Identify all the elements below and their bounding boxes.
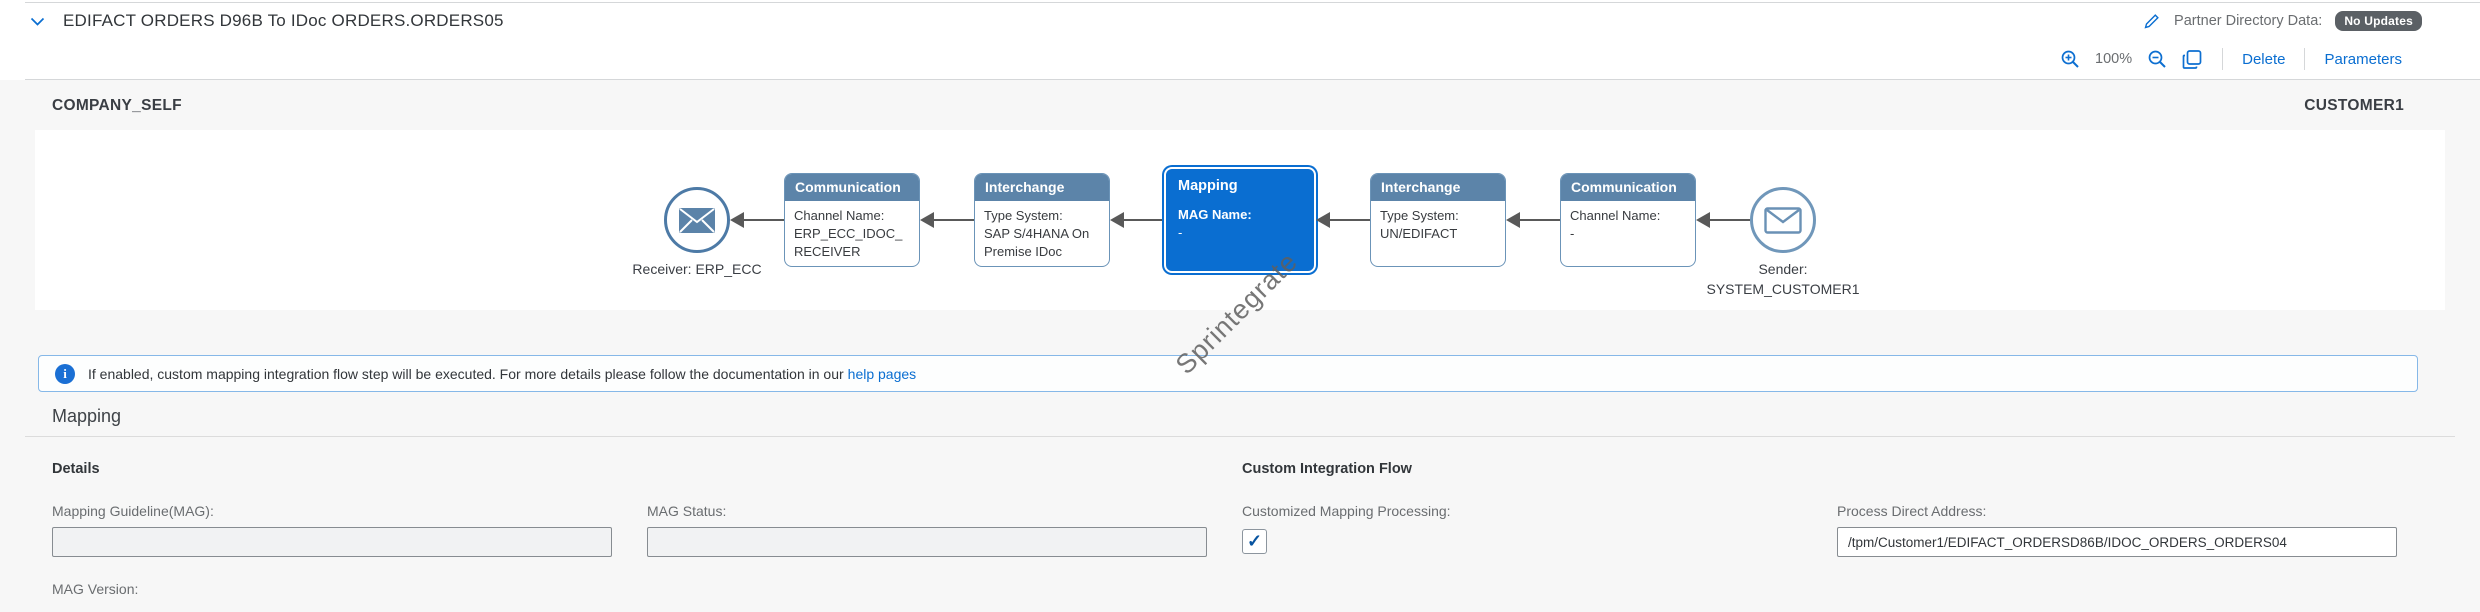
collapse-chevron-down-icon[interactable] (30, 17, 45, 26)
process-direct-address-label: Process Direct Address: (1837, 503, 2397, 519)
node-field-value: SAP S/4HANA On Premise IDoc (984, 225, 1100, 261)
mapping-section-title: Mapping (52, 406, 2480, 427)
details-heading: Details (52, 461, 612, 477)
mapping-guideline-label: Mapping Guideline(MAG): (52, 503, 612, 519)
mapping-guideline-input (52, 527, 612, 557)
mapping-node-selected[interactable]: Mapping MAG Name: - (1164, 167, 1316, 273)
node-title: Interchange (1371, 174, 1505, 201)
main-content: COMPANY_SELF CUSTOMER1 Receiver: ERP_ECC… (0, 80, 2480, 612)
communication-node-sender[interactable]: Communication Channel Name: - (1560, 173, 1696, 267)
node-field-value: - (1178, 224, 1302, 242)
right-partner-label: CUSTOMER1 (2304, 97, 2404, 115)
arrow-left-icon (920, 212, 934, 228)
node-field-label: Type System: (984, 207, 1100, 225)
arrow-left-icon (1506, 212, 1520, 228)
info-message-text: If enabled, custom mapping integration f… (88, 366, 844, 382)
flow-arrow (1110, 212, 1164, 228)
zoom-level-value: 100% (2095, 51, 2132, 67)
arrow-left-icon (730, 212, 744, 228)
parameters-button[interactable]: Parameters (2324, 51, 2402, 68)
mapping-form: Details Custom Integration Flow Mapping … (0, 437, 2480, 597)
communication-node-receiver[interactable]: Communication Channel Name: ERP_ECC_IDOC… (784, 173, 920, 267)
copy-layers-icon[interactable] (2182, 49, 2203, 70)
custom-integration-flow-heading: Custom Integration Flow (1242, 461, 1802, 477)
receiver-node[interactable]: Receiver: ERP_ECC (664, 187, 730, 253)
node-title: Communication (785, 174, 919, 201)
partner-directory-status: Partner Directory Data: No Updates (2142, 11, 2422, 31)
flow-arrow (1696, 212, 1750, 228)
flow-arrow (1316, 212, 1370, 228)
zoom-out-icon[interactable] (2147, 49, 2167, 69)
b2b-flow: Receiver: ERP_ECC Communication Channel … (664, 167, 1816, 273)
flow-arrow (730, 212, 784, 228)
help-pages-link[interactable]: help pages (848, 366, 917, 382)
sender-node[interactable]: Sender: SYSTEM_CUSTOMER1 (1750, 187, 1816, 253)
node-title: Communication (1561, 174, 1695, 201)
process-direct-address-input[interactable] (1837, 527, 2397, 557)
info-icon: i (55, 364, 75, 384)
receiver-circle[interactable] (664, 187, 730, 253)
sender-circle[interactable] (1750, 187, 1816, 253)
mag-version-label: MAG Version: (52, 581, 612, 597)
partners-row: COMPANY_SELF CUSTOMER1 (0, 80, 2480, 115)
node-field-value: UN/EDIFACT (1380, 225, 1496, 243)
node-field-label: Channel Name: (1570, 207, 1686, 225)
node-title: Interchange (975, 174, 1109, 201)
node-field-label: MAG Name: (1178, 206, 1302, 224)
left-partner-label: COMPANY_SELF (52, 97, 182, 115)
customized-mapping-checkbox[interactable] (1242, 529, 1267, 554)
flow-diagram-panel: Receiver: ERP_ECC Communication Channel … (35, 130, 2445, 310)
flow-arrow (1506, 212, 1560, 228)
arrow-left-icon (1316, 212, 1330, 228)
toolbar-separator (2222, 48, 2223, 70)
info-message-strip: i If enabled, custom mapping integration… (38, 355, 2418, 392)
partner-directory-label: Partner Directory Data: (2174, 13, 2322, 29)
sender-label: Sender: SYSTEM_CUSTOMER1 (1707, 259, 1860, 300)
envelope-filled-icon (678, 207, 716, 234)
flow-arrow (920, 212, 974, 228)
node-title: Mapping (1166, 169, 1314, 204)
page-header: EDIFACT ORDERS D96B To IDoc ORDERS.ORDER… (0, 3, 2480, 39)
node-field-label: Channel Name: (794, 207, 910, 225)
status-badge: No Updates (2335, 11, 2422, 31)
arrow-left-icon (1696, 212, 1710, 228)
node-field-value: - (1570, 225, 1686, 243)
page-title: EDIFACT ORDERS D96B To IDoc ORDERS.ORDER… (63, 11, 504, 31)
diagram-toolbar: 100% Delete Parameters (0, 39, 2480, 79)
node-field-label: Type System: (1380, 207, 1496, 225)
mag-status-label: MAG Status: (647, 503, 1207, 519)
arrow-left-icon (1110, 212, 1124, 228)
node-field-value: ERP_ECC_IDOC_RECEIVER (794, 225, 910, 261)
mag-status-input (647, 527, 1207, 557)
interchange-node-edifact[interactable]: Interchange Type System: UN/EDIFACT (1370, 173, 1506, 267)
envelope-outline-icon (1764, 207, 1802, 234)
delete-button[interactable]: Delete (2242, 51, 2285, 68)
edit-pencil-icon[interactable] (2142, 12, 2161, 31)
customized-mapping-processing-label: Customized Mapping Processing: (1242, 503, 1802, 519)
zoom-in-icon[interactable] (2060, 49, 2080, 69)
receiver-label: Receiver: ERP_ECC (632, 259, 761, 279)
interchange-node-idoc[interactable]: Interchange Type System: SAP S/4HANA On … (974, 173, 1110, 267)
toolbar-separator (2304, 48, 2305, 70)
